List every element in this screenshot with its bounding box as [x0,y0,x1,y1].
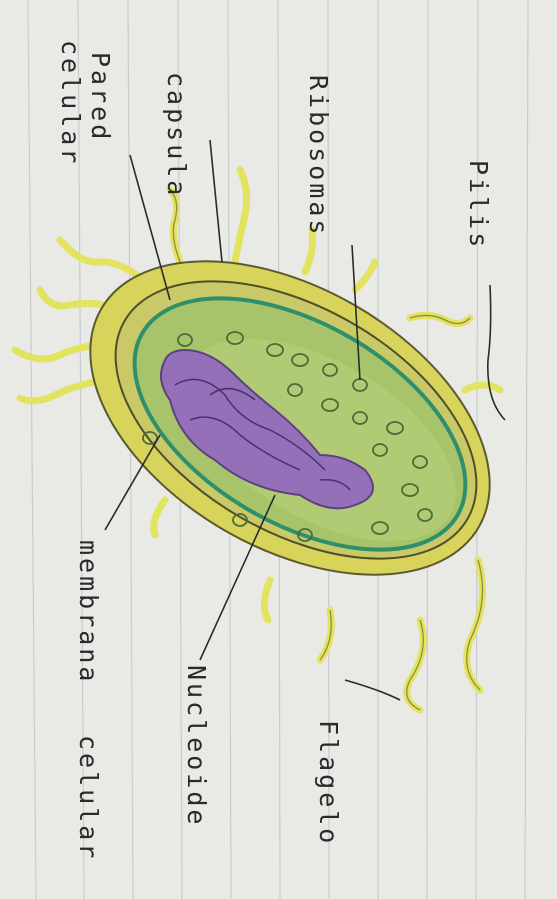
label-pared-line1: Pared [86,52,115,142]
label-pared-line2: celular [56,40,85,166]
label-membrana-line2: celular [74,735,103,861]
label-membrana-line1: membrana [74,540,103,684]
label-pilis: Pilis [464,160,493,250]
label-flagelo: Flagelo [314,720,343,846]
label-ribosomas: Ribosomas [304,75,333,237]
label-capsula: capsula [162,72,191,198]
leader-flagelo [345,680,400,700]
leader-pilis [488,285,505,420]
label-nucleoide: Nucleoide [182,665,211,827]
leader-capsula [210,140,222,262]
